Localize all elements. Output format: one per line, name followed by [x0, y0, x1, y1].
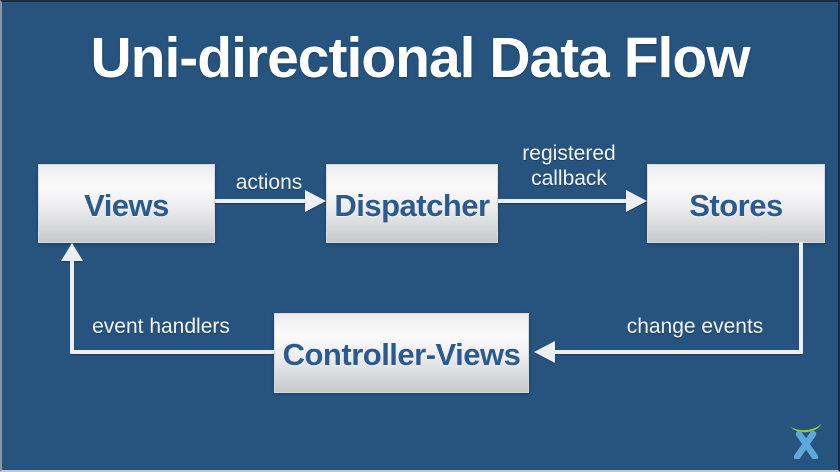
node-dispatcher: Dispatcher: [326, 164, 498, 243]
node-controller-views: Controller-Views: [274, 313, 529, 393]
node-dispatcher-label: Dispatcher: [334, 188, 490, 224]
edge-label-actions: actions: [235, 171, 303, 194]
node-views-label: Views: [84, 188, 169, 224]
node-stores-label: Stores: [689, 188, 783, 224]
node-controller-views-label: Controller-Views: [282, 336, 521, 372]
page-title: Uni-directional Data Flow: [90, 26, 750, 90]
edge-label-change-events: change events: [626, 315, 764, 338]
node-views: Views: [38, 164, 215, 243]
node-stores: Stores: [647, 164, 825, 243]
edge-label-registered-callback: registered callback: [522, 142, 616, 190]
edge-label-event-handlers: event handlers: [92, 315, 230, 338]
atlassian-logo-icon: [790, 423, 822, 459]
